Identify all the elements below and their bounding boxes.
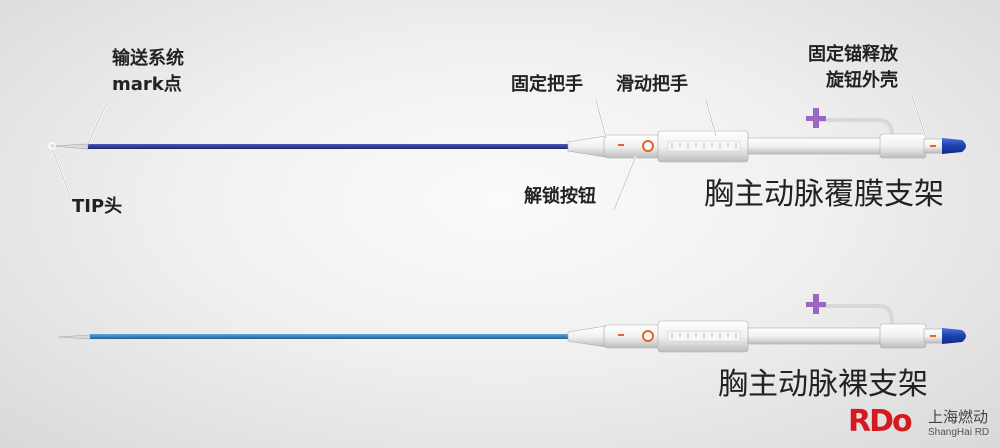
fixed-handle-marker (618, 144, 624, 146)
logo-name-cn: 上海燃动 (928, 408, 989, 426)
inner-rod (747, 327, 883, 345)
unlock-button (642, 330, 654, 342)
logo-name-en: ShangHai RD (928, 427, 990, 438)
bare-stent-delivery-system (57, 294, 966, 353)
unlock-button (642, 140, 654, 152)
rear-marker (930, 335, 936, 337)
label-tip: TIP头 (72, 196, 123, 217)
slide-scale (671, 333, 737, 339)
label-anchor-release-line2: 旋钮外壳 (826, 70, 898, 91)
label-mark-line2: mark点 (112, 74, 182, 95)
tip-pointer-dot (48, 142, 56, 150)
end-cap (942, 328, 966, 344)
handle-taper (567, 325, 607, 348)
flush-tube (818, 304, 894, 328)
rear-marker (930, 145, 936, 147)
fixed-handle-marker (618, 334, 624, 336)
label-unlock-button: 解锁按钮 (524, 186, 596, 207)
title-bare-stent: 胸主动脉裸支架 (718, 367, 928, 402)
outer-sheath-shaft (90, 334, 570, 339)
label-mark-line1: 输送系统 (112, 48, 184, 69)
logo-mark: RDo (848, 404, 913, 439)
covered-stent-delivery-system (51, 108, 966, 163)
anchor-release-knob-housing (879, 133, 927, 159)
label-anchor-release-line1: 固定锚释放 (808, 44, 898, 65)
outer-sheath-shaft (88, 144, 570, 149)
end-cap (942, 138, 966, 154)
title-covered-stent: 胸主动脉覆膜支架 (704, 177, 944, 212)
company-logo: RDo 上海燃动 ShangHai RD (848, 402, 998, 446)
handle-taper (567, 135, 607, 158)
label-slide-handle: 滑动把手 (616, 74, 688, 95)
slide-scale (671, 143, 737, 149)
inner-rod (747, 137, 883, 155)
tip-head (57, 334, 91, 340)
label-fixed-handle: 固定把手 (511, 74, 583, 95)
callout-lines-shadow (51, 94, 927, 211)
flush-port (806, 108, 826, 128)
anchor-release-knob-housing (879, 323, 927, 349)
tip-head (51, 143, 89, 150)
flush-port (806, 294, 826, 314)
